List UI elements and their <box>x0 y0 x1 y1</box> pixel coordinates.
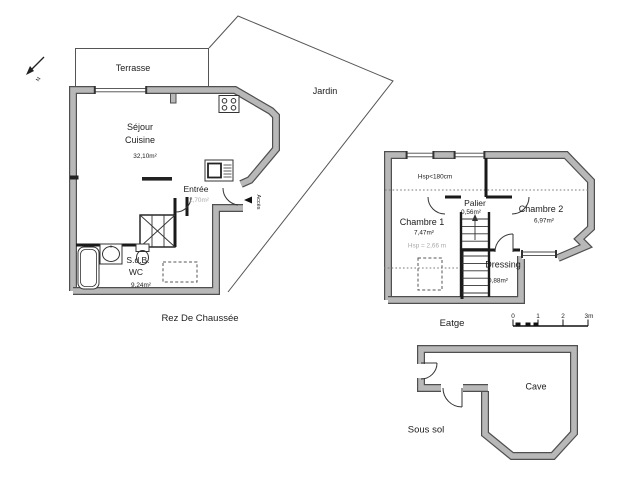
closet-dashed-outline <box>162 261 198 283</box>
upper-floor-plan: Hsp<180cm Chambre 1 7,47m² Hsp = 2,66 m … <box>384 150 595 329</box>
basement-title: Sous sol <box>408 425 444 436</box>
living-room-label-1: Séjour <box>127 122 153 132</box>
upper-floor-title: Eatge <box>440 318 465 329</box>
living-room-area: 32,10m² <box>133 153 156 160</box>
terrace-label: Terrasse <box>116 63 151 73</box>
ground-floor-title: Rez De Chaussée <box>161 313 238 324</box>
access-label: Accès <box>255 195 261 210</box>
scale-tick-3: 3m <box>585 313 594 320</box>
scale-tick-1: 1 <box>536 313 540 320</box>
living-room-label-2: Cuisine <box>125 135 155 145</box>
ground-floor-partitions <box>70 175 192 247</box>
basement-plan: Cave Sous sol <box>408 345 578 460</box>
access-arrow-icon <box>244 196 252 204</box>
dressing-label: Dressing <box>485 260 521 270</box>
bathroom-label-2: WC <box>129 267 143 277</box>
toilet-icon <box>135 243 150 265</box>
basement-doors <box>420 362 463 408</box>
stove-icon <box>218 95 240 113</box>
stairs-up-arrow-icon <box>472 214 478 221</box>
upper-floor-stairs <box>459 212 491 297</box>
bedroom1-height-note: Hsp = 2,66 m <box>408 243 446 250</box>
north-arrow-icon: N <box>26 56 45 83</box>
upper-window-middle <box>453 150 486 160</box>
ground-floor-stairs <box>139 214 176 248</box>
washbasin-icon <box>99 243 123 265</box>
bedroom1-label: Chambre 1 <box>400 217 445 227</box>
upper-window-right <box>521 249 557 259</box>
landing-label: Palier <box>464 198 486 208</box>
bathroom-area: 9,24m² <box>131 282 151 289</box>
kitchen-sink-icon <box>204 159 234 182</box>
terrace-door-window <box>93 85 148 95</box>
bedroom2-label: Chambre 2 <box>519 204 564 214</box>
upper-window-left <box>405 150 435 160</box>
scale-tick-0: 0 <box>511 313 515 320</box>
dressing-area: 0,88m² <box>488 278 508 285</box>
ground-floor-plan: N <box>26 15 394 324</box>
entrance-door-arc <box>222 187 239 206</box>
garden-boundary <box>208 15 394 293</box>
basement-walls <box>417 345 578 460</box>
scale-tick-2: 2 <box>561 313 565 320</box>
bedroom2-area: 6,97m² <box>534 218 554 225</box>
skylight-dashed-outline <box>417 257 443 291</box>
cellar-label: Cave <box>525 382 546 392</box>
entry-area: 2,70m² <box>189 197 209 204</box>
compass-label: N <box>35 76 42 82</box>
landing-area: 0,56m² <box>461 209 481 216</box>
scale-bar: 0 1 2 3m <box>511 313 594 327</box>
garden-label: Jardin <box>313 86 338 96</box>
bedroom1-area: 7,47m² <box>414 230 434 237</box>
low-ceiling-note: Hsp<180cm <box>418 174 452 181</box>
bathtub-icon <box>77 246 100 290</box>
bathroom-label-1: S.d.B. <box>126 255 149 265</box>
entry-label: Entrée <box>183 184 208 194</box>
